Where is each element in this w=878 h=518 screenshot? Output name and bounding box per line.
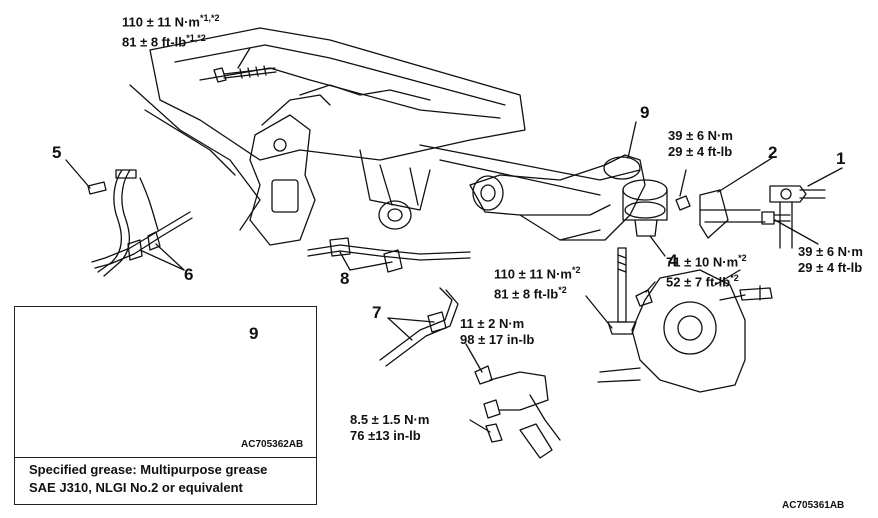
harness-8 <box>307 237 471 273</box>
figure-code: AC705361AB <box>782 500 845 511</box>
leader-c8b <box>349 261 393 271</box>
grease-note-line1: Specified grease: Multipurpose grease <box>29 462 268 477</box>
callout-8: 8 <box>340 269 350 288</box>
leader-t2 <box>679 169 687 197</box>
torque-t4-ft-note: *2 <box>730 273 739 284</box>
callout-4: 4 <box>668 251 678 270</box>
callout-7: 7 <box>372 303 382 322</box>
leader-c7a <box>387 317 413 341</box>
leader-c1 <box>807 167 843 187</box>
leader-t7 <box>469 419 491 433</box>
nut-t4 <box>635 289 653 307</box>
inset-panel: 9 AC705362AB Specified grease: Multipurp… <box>14 306 317 505</box>
upper-arm <box>469 154 646 241</box>
torque-t5-ft-note: *2 <box>558 285 567 296</box>
torque-t2-ft: 29 ± 4 ft-lb <box>668 144 733 159</box>
nut-t2 <box>675 195 691 211</box>
frame-crossmember <box>129 27 641 231</box>
harness-6 <box>91 211 193 269</box>
leader-c4 <box>649 235 666 257</box>
leader-c7b <box>387 317 435 323</box>
torque-t4-nm-note: *2 <box>738 253 747 263</box>
callout-6: 6 <box>184 265 194 284</box>
right-knuckle <box>597 269 746 393</box>
harness-7 <box>379 287 459 367</box>
torque-label-t7: 8.5 ± 1.5 N·m 76 ±13 in-lb <box>350 412 429 444</box>
torque-label-t1: 110 ± 11 N·m*1,*2 81 ± 8 ft-lb*1,*2 <box>122 10 220 51</box>
leader-c6b <box>155 243 185 271</box>
clip-5 <box>87 181 107 195</box>
leader-c9 <box>627 121 637 159</box>
leader-c2 <box>717 157 773 193</box>
torque-label-t4: 71 ± 10 N·m*2 52 ± 7 ft-lb*2 <box>666 250 747 291</box>
callout-5: 5 <box>52 143 62 162</box>
torque-t4-ft: 52 ± 7 ft-lb <box>666 274 731 290</box>
torque-t5-nm: 110 ± 11 N·m <box>494 266 572 282</box>
torque-t3-ft: 29 ± 4 ft-lb <box>798 260 863 275</box>
torque-label-t5: 110 ± 11 N·m*2 81 ± 8 ft-lb*2 <box>494 262 580 303</box>
torque-label-t2: 39 ± 6 N·m 29 ± 4 ft-lb <box>668 128 733 160</box>
torque-label-t3: 39 ± 6 N·m 29 ± 4 ft-lb <box>798 244 863 276</box>
torque-t7-ft: 76 ±13 in-lb <box>350 428 421 443</box>
leader-t1 <box>237 47 251 69</box>
inset-code: AC705362AB <box>241 439 304 450</box>
brake-hose <box>97 169 159 277</box>
torque-t3-nm: 39 ± 6 N·m <box>798 244 863 259</box>
torque-t4-nm: 71 ± 10 N·m <box>666 254 739 270</box>
callout-9: 9 <box>640 103 650 122</box>
callout-2: 2 <box>768 143 778 162</box>
bolt-t3 <box>761 211 791 225</box>
torque-t6-nm: 11 ± 2 N·m <box>460 316 525 331</box>
grease-note-line2: SAE J310, NLGI No.2 or equivalent <box>29 480 243 495</box>
leader-c8a <box>339 251 351 271</box>
torque-t1-nm: 110 ± 11 N·m <box>122 14 200 30</box>
stabilizer-link <box>769 185 826 249</box>
ball-joint <box>622 179 668 237</box>
torque-t5-ft: 81 ± 8 ft-lb <box>494 286 559 302</box>
inset-divider <box>15 457 316 458</box>
frame-bolt <box>213 65 277 83</box>
long-bolt <box>607 247 637 335</box>
torque-t5-nm-note: *2 <box>571 265 581 275</box>
torque-t2-nm: 39 ± 6 N·m <box>668 128 733 143</box>
bolt-knuckle <box>739 285 773 301</box>
torque-t6-ft: 98 ± 17 in-lb <box>460 332 535 347</box>
leader-c6a <box>139 249 185 271</box>
torque-t7-nm: 8.5 ± 1.5 N·m <box>350 412 430 427</box>
inset-callout-9: 9 <box>249 324 259 343</box>
leader-c5 <box>65 159 91 189</box>
leader-t6 <box>465 343 483 373</box>
leader-t4 <box>645 281 656 293</box>
speed-sensor <box>474 365 561 459</box>
torque-t1-nm-note: *1,*2 <box>199 13 220 23</box>
callout-1: 1 <box>836 149 846 168</box>
torque-t1-ft-note: *1,*2 <box>186 33 206 44</box>
left-knuckle <box>249 94 331 246</box>
torque-t1-ft: 81 ± 8 ft-lb <box>122 34 187 50</box>
stabilizer-bracket <box>699 189 766 239</box>
leader-t3 <box>774 219 819 245</box>
leader-t5 <box>585 295 613 329</box>
grease-note: Specified grease: Multipurpose grease SA… <box>29 461 267 497</box>
torque-label-t6: 11 ± 2 N·m 98 ± 17 in-lb <box>460 316 534 348</box>
